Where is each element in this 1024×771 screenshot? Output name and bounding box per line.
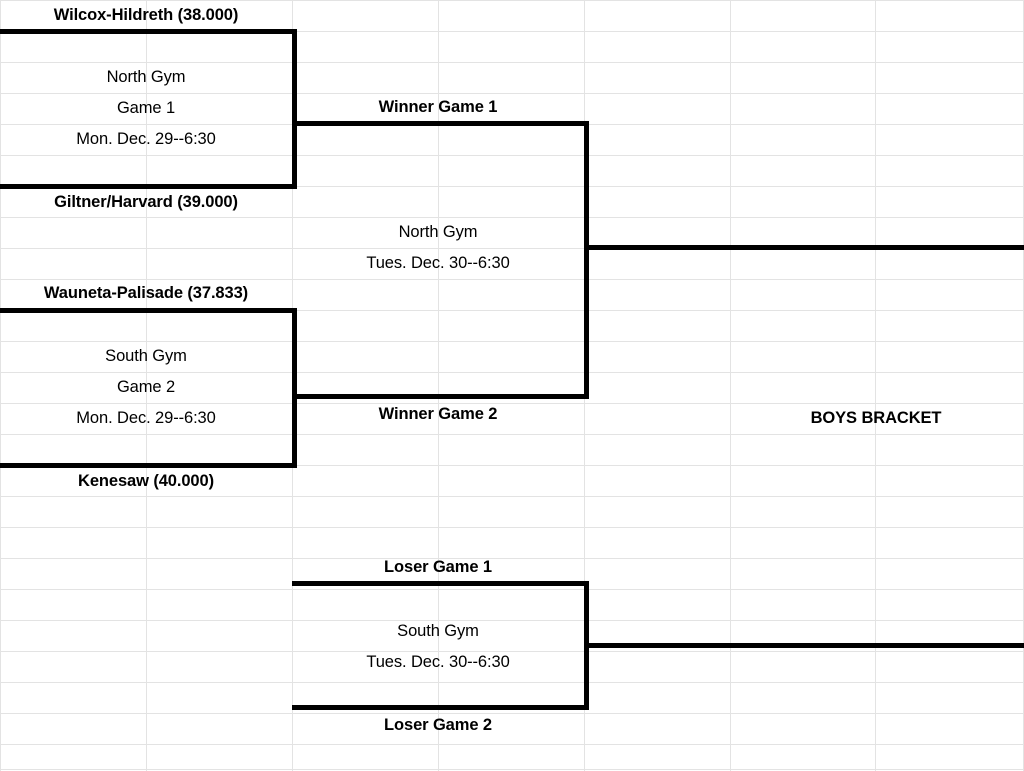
winners-final-bottom-line [292,394,589,399]
gridline-row-25 [0,769,1024,770]
game-2-bottom-line [0,463,297,468]
game-1-datetime: Mon. Dec. 29--6:30 [76,130,216,149]
gridline-column-5 [730,0,731,771]
game-2-top-line [0,308,297,313]
losers-game-bottom-slot: Loser Game 2 [384,716,492,735]
gridline-row-23 [0,713,1024,714]
losers-game-top-slot: Loser Game 1 [384,558,492,577]
gridline-row-8 [0,248,1024,249]
losers-game-top-line [292,581,589,586]
gridline-row-5 [0,155,1024,156]
winners-final-top-line [292,121,589,126]
game-1-venue: North Gym [106,68,186,87]
game-1-top-team: Wilcox-Hildreth (38.000) [53,5,239,24]
winners-final-venue: North Gym [398,223,478,242]
game-1-name: Game 1 [116,99,176,118]
gridline-row-21 [0,651,1024,652]
gridline-row-22 [0,682,1024,683]
gridline-row-0 [0,0,1024,1]
game-2-connector [292,308,297,468]
game-1-bottom-team: Giltner/Harvard (39.000) [54,193,238,212]
gridline-row-7 [0,217,1024,218]
gridline-row-10 [0,310,1024,311]
gridline-row-13 [0,403,1024,404]
losers-game-datetime: Tues. Dec. 30--6:30 [366,653,510,672]
gridline-column-3 [438,0,439,771]
gridline-row-11 [0,341,1024,342]
gridline-row-9 [0,279,1024,280]
game-1-connector [292,29,297,189]
gridline-row-16 [0,496,1024,497]
gridline-column-0 [0,0,1,771]
bracket-title: BOYS BRACKET [810,409,942,428]
gridline-row-3 [0,93,1024,94]
losers-game-venue: South Gym [397,622,479,641]
winners-final-datetime: Tues. Dec. 30--6:30 [366,254,510,273]
gridline-column-6 [875,0,876,771]
game-1-bottom-line [0,184,297,189]
game-1-top-line [0,29,297,34]
winners-champion-line [584,245,1024,250]
gridline-row-1 [0,31,1024,32]
gridline-row-19 [0,589,1024,590]
game-2-bottom-team: Kenesaw (40.000) [78,472,214,491]
game-2-venue: South Gym [105,347,187,366]
gridline-row-15 [0,465,1024,466]
losers-advance-line [584,643,1024,648]
losers-game-bottom-line [292,705,589,710]
gridline-row-24 [0,744,1024,745]
game-2-top-team: Wauneta-Palisade (37.833) [43,284,249,303]
gridline-row-18 [0,558,1024,559]
gridline-row-12 [0,372,1024,373]
winners-final-top-slot: Winner Game 1 [378,98,498,117]
gridline-row-17 [0,527,1024,528]
gridline-column-1 [146,0,147,771]
winners-final-connector [584,121,589,399]
gridline-row-2 [0,62,1024,63]
gridline-row-6 [0,186,1024,187]
winners-final-bottom-slot: Winner Game 2 [378,405,498,424]
game-2-datetime: Mon. Dec. 29--6:30 [76,409,216,428]
game-2-name: Game 2 [116,378,176,397]
gridline-row-20 [0,620,1024,621]
gridline-row-14 [0,434,1024,435]
